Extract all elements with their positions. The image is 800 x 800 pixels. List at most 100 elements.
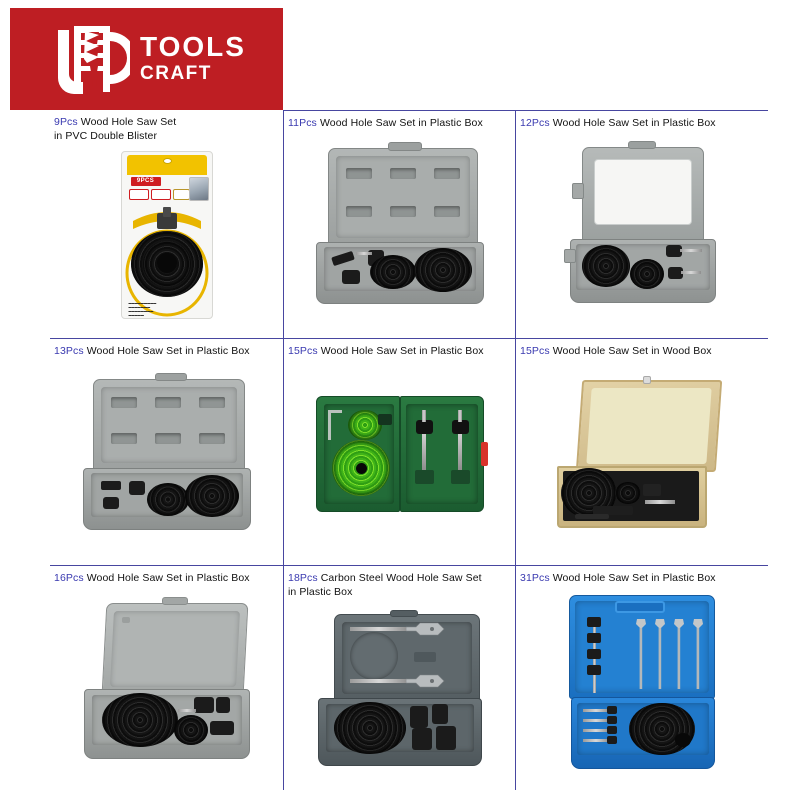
spade-bit-shank <box>349 626 408 631</box>
case-wire-handle <box>327 409 331 440</box>
arbor-assembly <box>193 697 214 714</box>
case-handle <box>628 140 656 149</box>
product-photo-12pcs-grey-plastic-box <box>516 131 768 321</box>
product-title-16pcs: Wood Hole Saw Set in Plastic Box <box>86 572 250 584</box>
product-qty-13pcs: 13Pcs <box>54 345 84 357</box>
hole-saw-stack-right <box>184 475 239 518</box>
hole-saw-core <box>675 733 691 748</box>
arbor-assembly <box>643 483 661 496</box>
blister-feature-pill-2 <box>150 188 171 200</box>
drill-bit <box>583 709 609 713</box>
grid-line-col1 <box>283 110 284 790</box>
product-qty-9pcs: 9Pcs <box>54 116 78 128</box>
case-lid-label-panel <box>594 158 692 225</box>
bit-holder <box>607 726 617 735</box>
product-photo-16pcs-grey-plastic-box <box>50 586 283 781</box>
product-caption-9pcs: 9Pcs Wood Hole Saw Set in PVC Double Bli… <box>50 110 283 144</box>
product-qty-15pcs-wood: 15Pcs <box>520 345 550 357</box>
case-right-tray <box>405 403 478 504</box>
arbor-head <box>415 419 433 434</box>
grid-line-row1-bottom <box>50 338 768 339</box>
lid-slot <box>345 167 372 179</box>
drill-shank <box>681 270 701 274</box>
brand-name-line2: CRAFT <box>140 63 212 85</box>
product-caption-15pcs-plastic: 15Pcs Wood Hole Saw Set in Plastic Box <box>284 339 515 359</box>
product-qty-31pcs: 31Pcs <box>520 572 550 584</box>
product-title-13pcs: Wood Hole Saw Set in Plastic Box <box>86 345 250 357</box>
product-cell-12pcs[interactable]: 12Pcs Wood Hole Saw Set in Plastic Box <box>516 111 768 338</box>
product-title-18pcs: Carbon Steel Wood Hole Saw Set <box>320 572 482 584</box>
hole-saw-stack-left <box>146 483 189 517</box>
bit-holder <box>607 736 617 745</box>
product-caption-11pcs: 11Pcs Wood Hole Saw Set in Plastic Box <box>284 111 515 131</box>
product-qty-18pcs: 18Pcs <box>288 572 318 584</box>
product-cell-16pcs[interactable]: 16Pcs Wood Hole Saw Set in Plastic Box <box>50 566 283 796</box>
spade-bit-blade <box>636 619 646 690</box>
brand-name-line1: TOOLS <box>140 31 246 63</box>
hole-saw-stack-large <box>101 693 178 748</box>
product-photo-15pcs-green-plastic-box <box>284 359 515 549</box>
product-cell-9pcs[interactable]: 9Pcs Wood Hole Saw Set in PVC Double Bli… <box>50 110 283 338</box>
arbor-assembly <box>587 665 601 676</box>
lid-slot <box>389 205 416 217</box>
arbor-assembly <box>341 269 360 284</box>
grid-line-col2 <box>515 110 516 790</box>
hole-saw-stack-right <box>413 247 472 292</box>
hole-saw-stack-right <box>630 258 664 289</box>
arbor-assembly <box>587 649 601 660</box>
product-caption-12pcs: 12Pcs Wood Hole Saw Set in Plastic Box <box>516 111 768 131</box>
bit-holder <box>607 716 617 725</box>
case-handle <box>387 141 422 151</box>
product-qty-15pcs-plastic: 15Pcs <box>288 345 318 357</box>
product-photo-9pcs-pvc-blister: 9PCS ▬▬▬▬▬▬▬▬▬▬▬▬▬▬▬▬▬▬▬▬▬▬▬▬▬▬ <box>50 144 283 326</box>
case-handle <box>154 373 187 382</box>
arbor-assembly <box>587 633 601 644</box>
case-wire-handle <box>327 409 342 413</box>
lid-slot <box>413 651 436 662</box>
product-cell-13pcs[interactable]: 13Pcs Wood Hole Saw Set in Plastic Box <box>50 339 283 565</box>
product-title-12pcs: Wood Hole Saw Set in Plastic Box <box>552 117 716 129</box>
arbor-assembly <box>128 481 145 496</box>
arbor-assembly <box>666 244 682 257</box>
case-lid-recess <box>109 611 240 688</box>
product-title-11pcs: Wood Hole Saw Set in Plastic Box <box>319 117 483 129</box>
wood-box-lid-lining <box>586 387 712 464</box>
product-cell-18pcs[interactable]: 18Pcs Carbon Steel Wood Hole Saw Set in … <box>284 566 515 796</box>
drill-bit <box>421 433 426 470</box>
product-qty-12pcs: 12Pcs <box>520 117 550 129</box>
drill-bit <box>421 409 426 422</box>
product-cell-15pcs-plastic-box[interactable]: 15Pcs Wood Hole Saw Set in Plastic Box <box>284 339 515 565</box>
arbor-assembly <box>431 703 448 724</box>
hole-saw-stack-left <box>369 254 416 289</box>
hole-saw-core <box>355 462 367 474</box>
hole-saw-core <box>156 252 177 273</box>
grid-line-top-right <box>283 110 768 111</box>
product-photo-13pcs-grey-plastic-box <box>50 359 283 549</box>
hole-saw-stack-small <box>173 715 208 746</box>
blister-application-photo <box>188 176 209 201</box>
hole-saw-stack-left <box>582 244 630 287</box>
product-cell-15pcs-wood-box[interactable]: 15Pcs Wood Hole Saw Set in Wood Box <box>516 339 768 565</box>
arbor-assembly <box>593 505 633 515</box>
product-photo-11pcs-grey-plastic-box <box>284 131 515 321</box>
brand-wordmark: TOOLS CRAFT <box>140 33 246 85</box>
product-qty-11pcs: 11Pcs <box>288 117 317 129</box>
drill-shank <box>645 499 675 504</box>
product-caption-18pcs: 18Pcs Carbon Steel Wood Hole Saw Set in … <box>284 566 515 600</box>
blister-hang-hole <box>162 157 172 164</box>
product-photo-15pcs-wood-box <box>516 359 768 549</box>
drill-bit <box>457 409 462 422</box>
grid-line-row2-bottom <box>50 565 768 566</box>
lid-slot <box>389 167 416 179</box>
drill-shank <box>177 709 196 713</box>
arbor-foot <box>414 469 434 484</box>
product-cell-31pcs[interactable]: 31Pcs Wood Hole Saw Set in Plastic Box <box>516 566 768 796</box>
product-cell-11pcs[interactable]: 11Pcs Wood Hole Saw Set in Plastic Box <box>284 111 515 338</box>
blister-badge-9pcs: 9PCS <box>130 176 161 186</box>
lid-slot <box>110 433 137 445</box>
drill-shank <box>355 251 372 255</box>
pilot-bit <box>575 513 609 519</box>
drill-bit <box>583 719 609 723</box>
product-caption-13pcs: 13Pcs Wood Hole Saw Set in Plastic Box <box>50 339 283 359</box>
